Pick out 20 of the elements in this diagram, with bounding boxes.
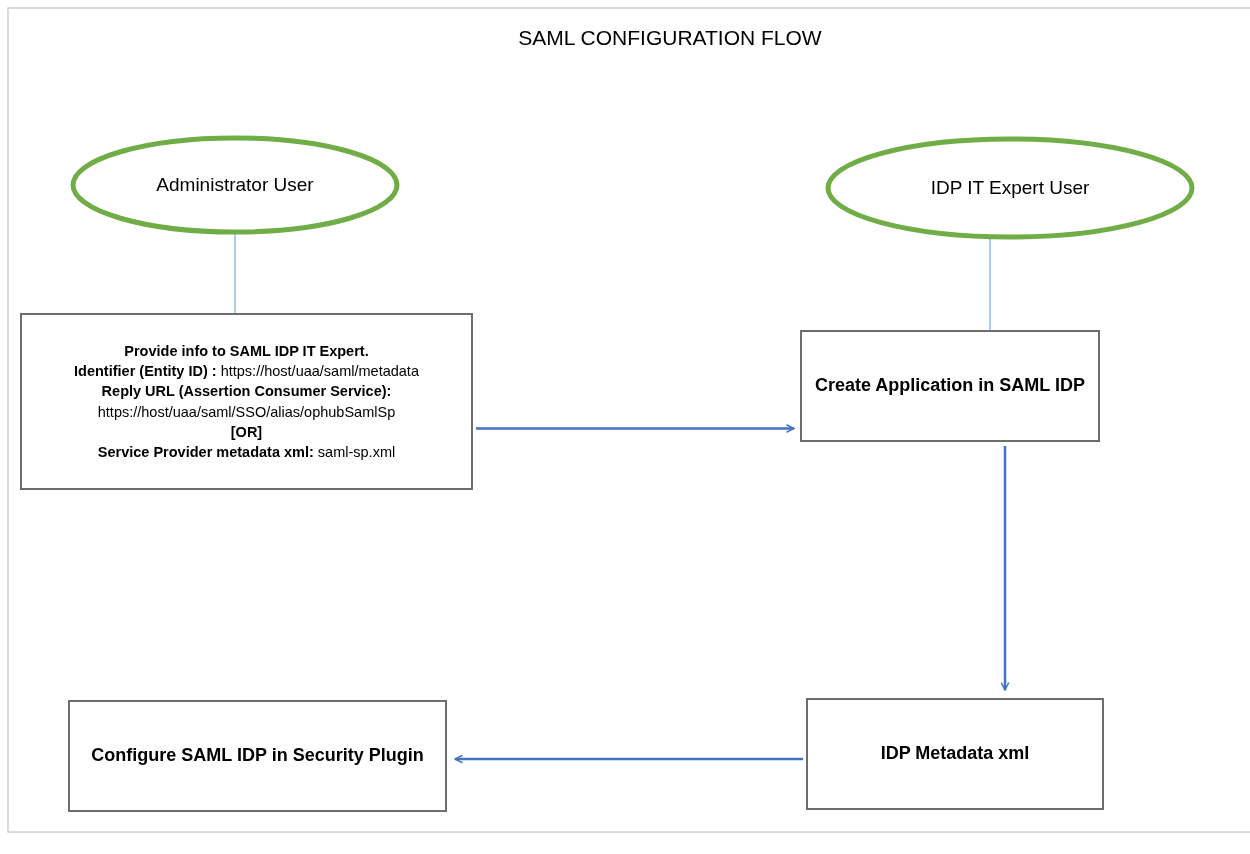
process-box bbox=[800, 330, 1100, 442]
process-box bbox=[68, 700, 447, 812]
box-text: Reply URL (Assertion Consumer Service): https://host/uaa/saml/SSO/alias/ophubSamlSp bbox=[96, 382, 397, 422]
box-text: Configure SAML IDP in Security Plugin bbox=[91, 744, 424, 768]
box-text: [OR] bbox=[230, 422, 263, 442]
connector-arrow bbox=[1000, 446, 1010, 691]
connector-arrow bbox=[476, 424, 795, 433]
process-box bbox=[806, 698, 1104, 810]
actor-label: IDP IT Expert User bbox=[930, 175, 1090, 200]
box-text: IDP Metadata xml bbox=[880, 742, 1030, 766]
diagram-title: SAML CONFIGURATION FLOW bbox=[517, 26, 823, 50]
connector-arrow bbox=[454, 754, 803, 764]
process-box bbox=[20, 313, 473, 490]
box-text: Service Provider metadata xml: saml-sp.xml bbox=[97, 443, 396, 463]
actor-ellipse bbox=[70, 135, 400, 235]
actor-label: Administrator User bbox=[156, 172, 314, 197]
actor-ellipse bbox=[825, 136, 1195, 240]
box-text: Create Application in SAML IDP bbox=[814, 374, 1085, 398]
box-text: Identifier (Entity ID) : https://host/uaa/saml/metadata bbox=[74, 361, 419, 381]
box-text: Provide info to SAML IDP IT Expert. bbox=[124, 341, 369, 361]
